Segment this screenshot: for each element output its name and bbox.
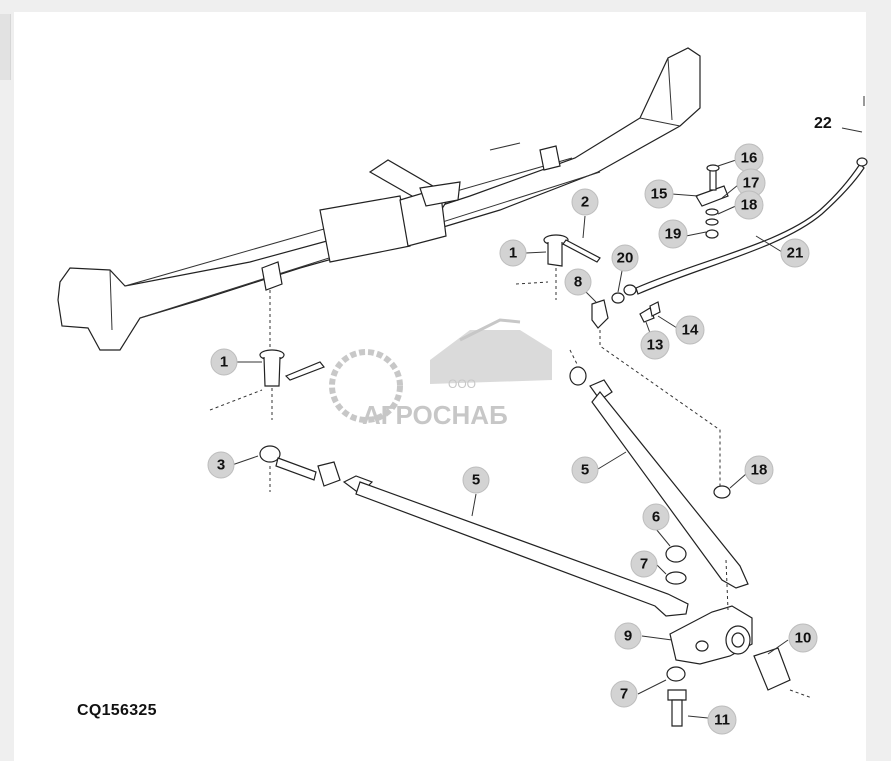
callout-16: 16 — [734, 143, 764, 173]
svg-text:7: 7 — [640, 556, 648, 573]
callout-17: 17 — [736, 168, 766, 198]
svg-text:3: 3 — [217, 457, 225, 474]
leader-lines — [231, 127, 863, 719]
svg-text:8: 8 — [574, 274, 582, 291]
clamp-hardware — [695, 164, 729, 239]
watermark-name: АГРОСНАБ — [362, 400, 508, 430]
callout-5-left: 5 — [462, 466, 490, 494]
svg-text:20: 20 — [617, 250, 634, 267]
pin-upper — [515, 234, 601, 300]
svg-text:5: 5 — [581, 462, 589, 479]
svg-text:16: 16 — [741, 150, 758, 167]
side-tab — [0, 14, 11, 80]
svg-text:18: 18 — [741, 197, 758, 214]
svg-text:1: 1 — [220, 354, 228, 371]
figure-id: CQ156325 — [77, 702, 157, 719]
tie-rod-left — [342, 475, 689, 617]
front-axle-beam — [57, 47, 701, 360]
svg-text:7: 7 — [620, 686, 628, 703]
callout-18: 18 — [734, 190, 764, 220]
callout-1: 1 — [499, 239, 527, 267]
watermark-prefix: ООО — [448, 377, 476, 391]
pin-lower — [209, 349, 325, 420]
svg-text:21: 21 — [787, 245, 804, 262]
hydraulic-line — [591, 96, 868, 494]
callout-14: 14 — [675, 315, 705, 345]
callout-3: 3 — [207, 451, 235, 479]
callout-13: 13 — [640, 330, 670, 360]
callout-7: 7 — [630, 550, 658, 578]
callout-10: 10 — [788, 623, 818, 653]
callout-5-right: 5 — [571, 456, 599, 484]
watermark: ООО АГРОСНАБ — [329, 318, 552, 430]
callout-11: 11 — [707, 705, 737, 735]
svg-text:11: 11 — [714, 712, 730, 729]
svg-text:6: 6 — [652, 509, 660, 526]
callout-6: 6 — [642, 503, 670, 531]
callout-2: 2 — [571, 188, 599, 216]
svg-text:5: 5 — [472, 472, 480, 489]
tie-rod-right — [569, 349, 749, 589]
callout-9: 9 — [614, 622, 642, 650]
svg-text:13: 13 — [647, 337, 664, 354]
callout-22: 22 — [814, 115, 832, 132]
callout-18-lower: 18 — [744, 455, 774, 485]
svg-text:19: 19 — [665, 226, 682, 243]
callout-1-lower: 1 — [210, 348, 238, 376]
svg-text:10: 10 — [795, 630, 812, 647]
callout-20: 20 — [611, 244, 639, 272]
steering-arm-assembly — [665, 485, 813, 727]
callout-7-lower: 7 — [610, 680, 638, 708]
svg-text:18: 18 — [751, 462, 768, 479]
svg-text:14: 14 — [682, 322, 699, 339]
svg-text:1: 1 — [509, 245, 517, 262]
svg-text:9: 9 — [624, 628, 632, 645]
svg-text:17: 17 — [743, 175, 760, 192]
callout-15: 15 — [644, 179, 674, 209]
svg-text:15: 15 — [651, 186, 668, 203]
callout-19: 19 — [658, 219, 688, 249]
svg-text:2: 2 — [581, 194, 589, 211]
rod-end — [259, 445, 341, 492]
callout-21: 21 — [780, 238, 810, 268]
callout-8: 8 — [564, 268, 592, 296]
